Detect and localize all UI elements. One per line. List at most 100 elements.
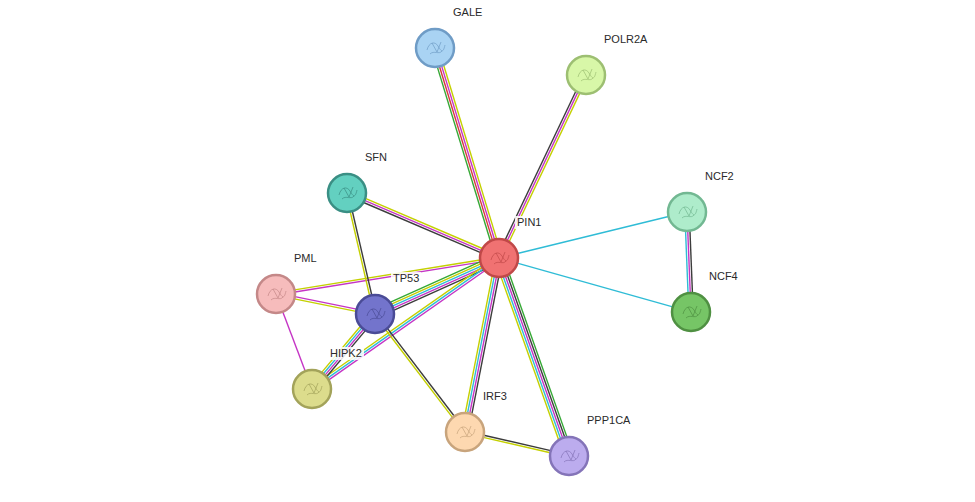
structure-glyph <box>683 306 701 318</box>
evidence-line <box>350 212 369 296</box>
evidence-line <box>283 312 306 371</box>
evidence-line <box>326 267 482 376</box>
evidence-line <box>325 329 364 375</box>
interaction-edge <box>391 262 484 310</box>
node-disc <box>550 437 588 475</box>
protein-node: PML <box>256 274 296 314</box>
evidence-line <box>329 271 485 380</box>
evidence-line <box>364 200 481 250</box>
protein-node: NCF2 <box>667 192 707 232</box>
node-disc <box>668 193 706 231</box>
node-disc <box>328 174 366 212</box>
node-label: PPP1CA <box>585 414 632 427</box>
evidence-line <box>364 202 481 252</box>
structure-glyph <box>427 42 445 54</box>
evidence-line <box>503 277 560 439</box>
interaction-edge <box>686 231 693 293</box>
structure-glyph <box>339 187 357 199</box>
interaction-edge <box>326 267 484 380</box>
node-circle <box>415 28 455 68</box>
interaction-edge <box>386 328 455 417</box>
protein-node: IRF3 <box>445 412 485 452</box>
evidence-line <box>328 269 484 378</box>
protein-node: HIPK2 <box>292 369 332 409</box>
node-circle <box>327 173 367 213</box>
node-disc <box>446 413 484 451</box>
evidence-line <box>509 274 566 436</box>
evidence-line <box>391 264 480 304</box>
node-label: POLR2A <box>602 33 649 46</box>
evidence-line <box>505 276 562 438</box>
node-circle <box>566 55 606 95</box>
structure-glyph <box>268 288 286 300</box>
protein-node: SFN <box>327 173 367 213</box>
node-circle <box>671 292 711 332</box>
node-label: PML <box>292 252 319 265</box>
structure-glyph <box>578 69 596 81</box>
evidence-line <box>442 66 495 240</box>
interaction-edge <box>322 326 366 376</box>
node-disc <box>567 56 605 94</box>
structure-glyph <box>457 426 475 438</box>
node-label: SFN <box>363 151 389 164</box>
evidence-line <box>484 435 551 450</box>
evidence-line <box>483 437 550 452</box>
evidence-line <box>517 263 672 307</box>
node-circle <box>256 274 296 314</box>
interaction-edge <box>501 274 567 439</box>
node-circle <box>549 436 589 476</box>
structure-glyph <box>561 450 579 462</box>
node-circle <box>355 294 395 334</box>
evidence-line <box>437 67 490 241</box>
interaction-edge <box>483 435 550 453</box>
evidence-line <box>387 328 454 416</box>
evidence-line <box>439 66 492 240</box>
node-label: HIPK2 <box>328 347 364 360</box>
evidence-line <box>295 297 357 309</box>
evidence-line <box>327 331 366 377</box>
node-circle <box>445 412 485 452</box>
protein-node: GALE <box>415 28 455 68</box>
evidence-line <box>352 211 371 295</box>
node-disc <box>257 275 295 313</box>
evidence-line <box>365 198 482 248</box>
structure-glyph <box>367 308 385 320</box>
evidence-line <box>505 91 576 240</box>
node-disc <box>416 29 454 67</box>
node-label: NCF2 <box>703 170 736 183</box>
interaction-edge <box>505 91 580 242</box>
interaction-edge <box>364 198 483 252</box>
node-disc <box>672 293 710 331</box>
protein-node: POLR2A <box>566 55 606 95</box>
evidence-line <box>294 299 356 311</box>
structure-glyph <box>491 252 509 264</box>
interaction-edge <box>350 211 372 295</box>
protein-node: PIN1 <box>479 238 519 278</box>
node-label: PIN1 <box>515 216 543 229</box>
node-circle <box>292 369 332 409</box>
evidence-line <box>391 262 480 302</box>
node-label: TP53 <box>391 272 421 285</box>
node-label: IRF3 <box>481 390 509 403</box>
evidence-line <box>501 277 558 439</box>
structure-glyph <box>304 383 322 395</box>
structure-glyph <box>679 206 697 218</box>
evidence-line <box>507 275 564 437</box>
node-disc <box>293 370 331 408</box>
evidence-line <box>509 93 580 242</box>
node-circle <box>667 192 707 232</box>
node-circle <box>479 238 519 278</box>
node-disc <box>480 239 518 277</box>
protein-node: TP53 <box>355 294 395 334</box>
node-disc <box>356 295 394 333</box>
interaction-edge <box>437 65 496 241</box>
evidence-line <box>686 231 688 293</box>
interaction-edge <box>294 297 356 312</box>
evidence-line <box>444 65 497 239</box>
interaction-edge <box>283 312 306 371</box>
interaction-edge <box>517 263 672 307</box>
node-label: NCF4 <box>707 270 740 283</box>
node-label: GALE <box>451 6 484 19</box>
evidence-line <box>386 330 453 418</box>
